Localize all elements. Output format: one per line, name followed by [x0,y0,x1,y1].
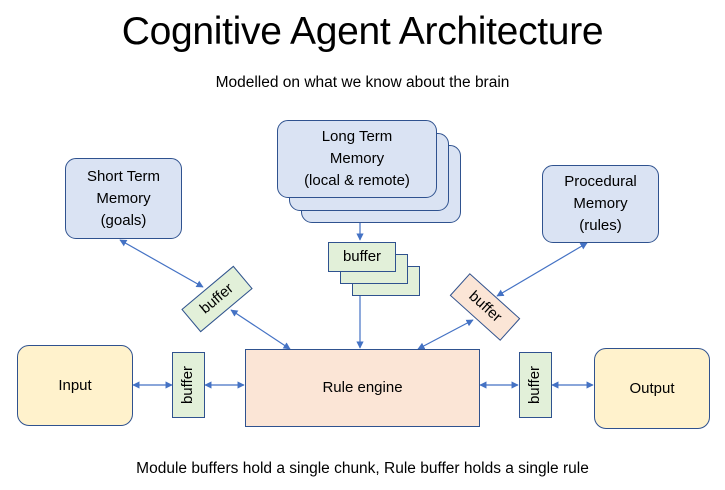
short-term-memory-label: Short Term Memory (goals) [86,167,161,229]
input-box: Input [17,345,133,426]
output-label: Output [629,379,675,397]
input-buffer: buffer [172,352,205,418]
input-label: Input [58,376,92,394]
procedural-memory-box: Procedural Memory (rules) [542,165,659,243]
input-buffer-label: buffer [179,365,197,405]
output-box: Output [594,348,710,429]
arrow-stm-to-buffer [119,239,204,288]
arrow-pm-buffer-to-engine [417,319,474,350]
long-term-buffer: buffer [328,242,396,272]
long-term-buffer-label: buffer [342,248,382,265]
arrow-stm-buffer-to-engine [230,309,291,350]
procedural-memory-label: Procedural Memory (rules) [564,173,637,234]
output-buffer-label: buffer [526,365,544,405]
arrow-pm-to-buffer [496,242,588,297]
rule-engine-label: Rule engine [322,379,403,396]
long-term-memory-label: Long Term Memory (local & remote) [304,128,410,189]
long-term-memory-box: Long Term Memory (local & remote) [277,120,437,198]
diagram-footer: Module buffers hold a single chunk, Rule… [136,460,589,477]
output-buffer: buffer [519,352,552,418]
diagram-title: Cognitive Agent Architecture [121,10,604,53]
short-term-memory-box: Short Term Memory (goals) [65,158,182,239]
rule-engine-box: Rule engine [245,349,480,427]
diagram-subtitle: Modelled on what we know about the brain [215,74,510,91]
